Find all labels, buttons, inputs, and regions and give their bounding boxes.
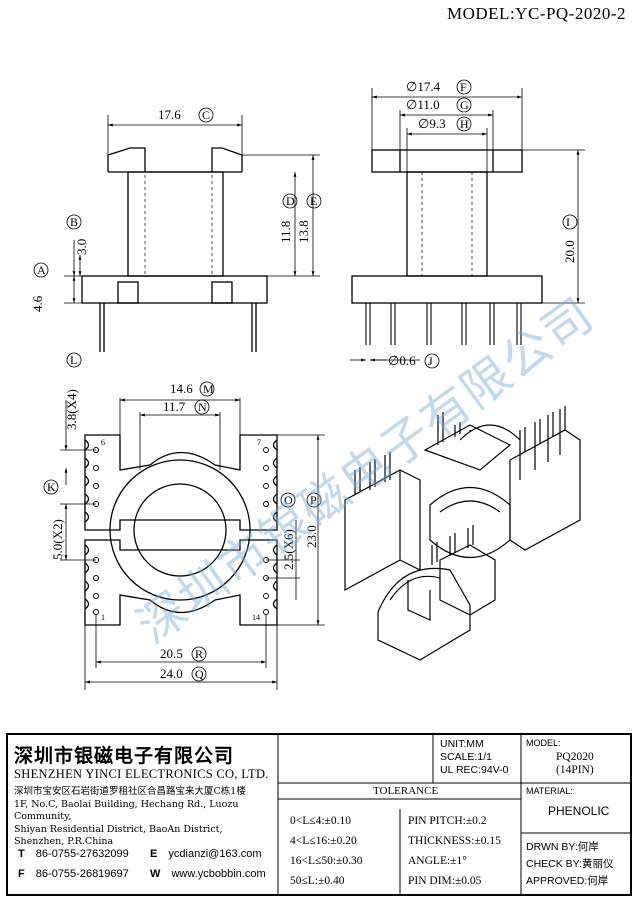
ref-k: K	[47, 480, 56, 494]
title-block: 深圳市银磁电子有限公司 SHENZHEN YINCI ELECTRONICS C…	[6, 733, 632, 896]
address-en-3: Shenzhen, P.R.China	[14, 836, 114, 847]
fax-row: F 86-0755-26819697	[18, 868, 129, 880]
dim-height-d: 11.8	[278, 221, 293, 243]
ref-l: L	[70, 353, 77, 367]
dim-height-e: 13.8	[296, 220, 311, 243]
address-cn: 深圳市宝安区石岩街道罗租社区合昌路宝来大厦C栋1楼	[14, 786, 246, 797]
tolerance-row-2: 4<L≤16:±0.20	[290, 835, 357, 847]
dim-pitch-k: 5.0(X2)	[50, 519, 65, 560]
material-name: PHENOLIC	[548, 804, 610, 818]
ul-rec: UL REC:94V-0	[440, 764, 509, 776]
ref-c: C	[202, 108, 210, 122]
dim-width-r: 20.5	[160, 646, 183, 661]
ref-m: M	[203, 382, 214, 396]
dim-pitch-l: 3.8(X4)	[64, 389, 79, 430]
ref-j: J	[428, 354, 433, 368]
dim-dia-f: ∅17.4	[406, 79, 441, 94]
dim-dia-g: ∅11.0	[406, 97, 440, 112]
pin-number-7: 7	[257, 438, 261, 447]
approved-by: APPROVED:何岸	[526, 875, 609, 887]
pin-pitch-tolerance: PIN PITCH:±0.2	[408, 815, 487, 827]
ref-p: P	[310, 493, 317, 507]
email-address[interactable]: ycdianzi@163.com	[168, 848, 262, 860]
address-en-2: Shiyan Residential District, BaoAn Distr…	[14, 823, 223, 835]
side-view	[350, 88, 585, 362]
bottom-view	[60, 398, 325, 690]
tolerance-row-1: 0<L≤4:±0.10	[290, 815, 351, 827]
ref-h: H	[460, 117, 469, 131]
model-info: PQ2020 (14PIN)	[556, 751, 594, 777]
model-label: MODEL:	[526, 738, 561, 748]
drawn-by: DRWN BY:何岸	[526, 841, 599, 853]
ref-g: G	[460, 98, 469, 112]
ref-q: Q	[195, 667, 204, 681]
dim-flange-b: 3.0	[74, 239, 89, 255]
ref-d: D	[286, 194, 295, 208]
ref-n: N	[198, 400, 207, 414]
pin-number-14: 14	[252, 613, 260, 622]
dim-width-n: 11.7	[163, 399, 186, 414]
address-en-1: 1F, No.C, Baolai Building, Hechang Rd., …	[14, 798, 239, 823]
approval-block: DRWN BY:何岸 CHECK BY:黄丽仪 APPROVED:何岸	[526, 839, 614, 890]
pin-number-6: 6	[101, 438, 105, 447]
angle-tolerance: ANGLE:±1°	[408, 855, 467, 867]
tolerance-title: TOLERANCE	[373, 785, 439, 797]
tel-number: 86-0755-27632099	[35, 848, 129, 860]
pin-number-1: 1	[101, 613, 105, 622]
fax-number: 86-0755-26819697	[35, 868, 129, 880]
dim-dia-h: ∅9.3	[418, 116, 446, 131]
dim-total-height: 20.0	[562, 240, 577, 263]
email-label: E	[150, 848, 158, 860]
tolerance-row-3: 16<L≤50:±0.30	[290, 855, 363, 867]
isometric-view	[344, 406, 581, 661]
pin-count: (14PIN)	[556, 764, 594, 776]
dim-pin-dia: ∅0.6	[388, 353, 416, 368]
ref-i: I	[566, 215, 570, 229]
company-address: 深圳市宝安区石岩街道罗租社区合昌路宝来大厦C栋1楼 1F, No.C, Baol…	[14, 786, 276, 849]
dim-pitch-o: 2.5(X6)	[281, 529, 296, 570]
dim-width-q: 24.0	[160, 666, 183, 681]
tolerance-misc: PIN PITCH:±0.2 THICKNESS:±0.15 ANGLE:±1°…	[408, 811, 501, 891]
checked-by: CHECK BY:黄丽仪	[526, 858, 614, 870]
scale: SCALE:1/1	[440, 751, 492, 763]
dim-top-width: 17.6	[158, 107, 181, 122]
model-name: PQ2020	[556, 751, 594, 763]
ref-r: R	[195, 647, 203, 661]
thickness-tolerance: THICKNESS:±0.15	[408, 835, 501, 847]
pin-dim-tolerance: PIN DIM:±0.05	[408, 875, 482, 887]
ref-o: O	[284, 493, 293, 507]
scale-info: UNIT:MM SCALE:1/1 UL REC:94V-0	[440, 738, 508, 777]
ref-e: E	[310, 194, 317, 208]
fax-label: F	[18, 868, 25, 880]
ref-b: B	[70, 215, 78, 229]
email-row: E ycdianzi@163.com	[150, 848, 262, 860]
company-name-cn: 深圳市银磁电子有限公司	[14, 745, 235, 767]
dim-base-a: 4.6	[30, 295, 45, 312]
company-name-en: SHENZHEN YINCI ELECTRONICS CO, LTD.	[14, 767, 269, 781]
dim-depth-p: 23.0	[304, 525, 319, 548]
ref-f: F	[460, 80, 467, 94]
front-view	[64, 115, 320, 352]
website[interactable]: www.ycbobbin.com	[171, 868, 266, 880]
material-label: MATERIAL:	[526, 786, 573, 796]
web-row: W www.ycbobbin.com	[150, 868, 266, 880]
ref-a: A	[37, 263, 46, 277]
unit: UNIT:MM	[440, 738, 484, 750]
tel-label: T	[18, 848, 25, 860]
tolerance-ranges: 0<L≤4:±0.10 4<L≤16:±0.20 16<L≤50:±0.30 5…	[290, 811, 362, 891]
tolerance-row-4: 50≤L:±0.40	[290, 875, 345, 887]
dim-width-m: 14.6	[170, 381, 193, 396]
technical-drawing: 17.6 C B 3.0 A 4.6 11.8 D 13.8 E ∅17.4 F…	[30, 79, 585, 690]
title-block-grid	[277, 735, 630, 894]
model-header: MODEL:YC-PQ-2020-2	[447, 4, 626, 23]
phone-row: T 86-0755-27632099	[18, 848, 129, 860]
web-label: W	[150, 868, 161, 880]
